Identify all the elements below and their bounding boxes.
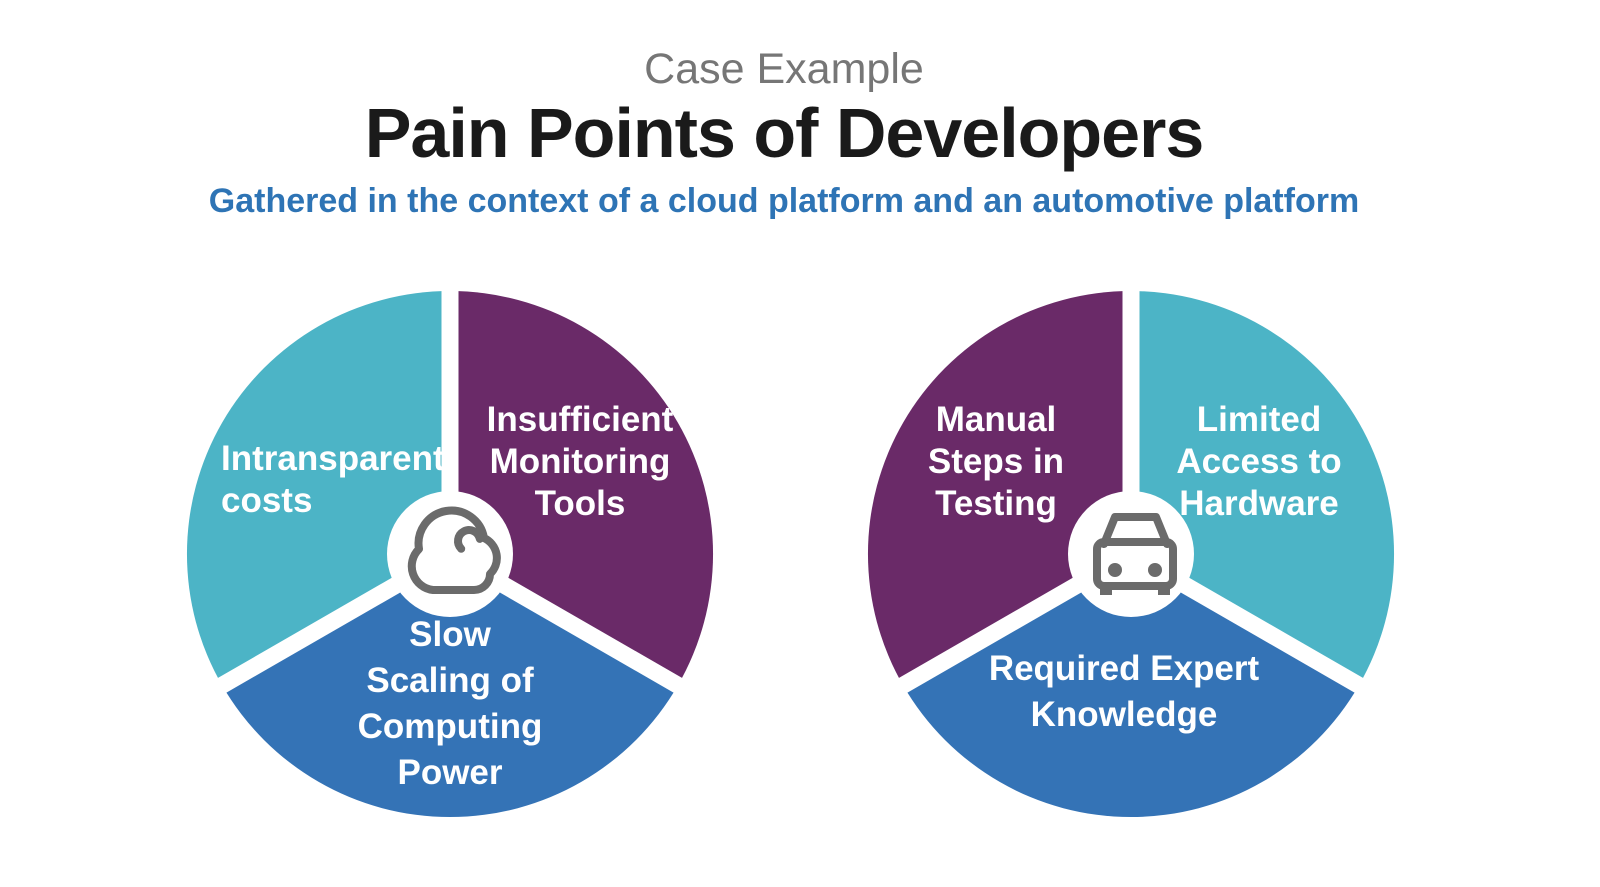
car-icon [1093, 513, 1177, 595]
page-subtitle: Gathered in the context of a cloud platf… [208, 182, 1360, 220]
car-body [1093, 538, 1177, 590]
segment-label-slow-scaling: Slow Scaling of Computing Power [357, 615, 543, 792]
cloud-platform-pie [186, 289, 714, 818]
car-wheel-right [1158, 585, 1170, 595]
automotive-platform-pie [867, 289, 1395, 818]
segment-label-manual-steps: Manual Steps in Testing [927, 400, 1065, 523]
cloud-icon [407, 506, 501, 594]
cloud-outline [407, 506, 501, 594]
segment-label-intransparent-costs: Intransparent costs [221, 439, 445, 520]
segment-label-required-expert: Required Expert Knowledge [988, 649, 1260, 734]
car-headlight-right [1148, 563, 1162, 577]
segment-label-limited-access: Limited Access to Hardware [1176, 400, 1342, 523]
cloud-curl [454, 526, 484, 553]
car-wheel-left [1100, 585, 1112, 595]
segment-label-insufficient-monitoring: Insufficient Monitoring Tools [486, 400, 674, 523]
page-title: Pain Points of Developers [364, 94, 1205, 172]
kicker-text: Case Example [644, 45, 924, 93]
car-headlight-left [1108, 563, 1122, 577]
car-windshield [1100, 513, 1171, 548]
